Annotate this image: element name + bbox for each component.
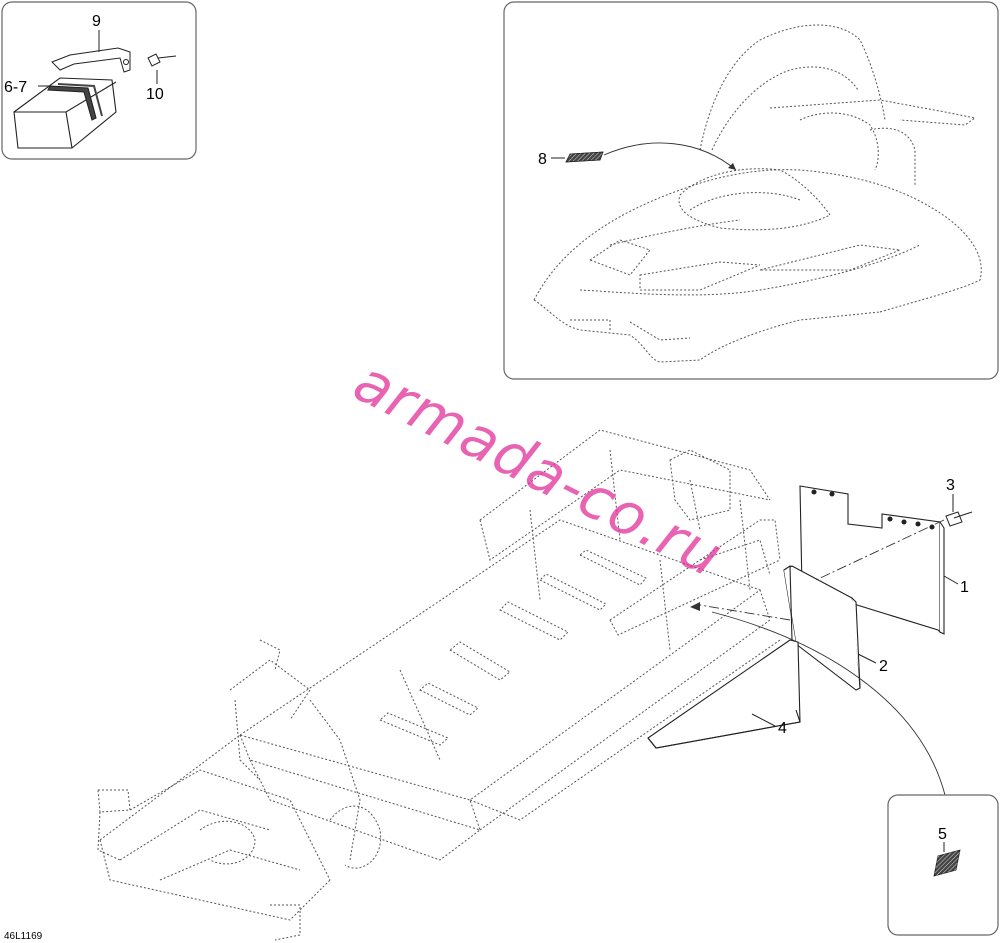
arrow-head-main bbox=[690, 602, 700, 611]
label-decal-part bbox=[565, 151, 604, 163]
callout-5: 5 bbox=[938, 826, 947, 843]
arrow-head-8 bbox=[728, 163, 736, 170]
leader-5-curve bbox=[711, 611, 946, 796]
callout-10: 10 bbox=[146, 86, 164, 103]
callout-6-7: 6-7 bbox=[4, 79, 27, 96]
vehicle-body-outline bbox=[533, 24, 982, 363]
flap-bracket-part bbox=[783, 564, 861, 691]
leader-8-arrow bbox=[603, 142, 737, 171]
callout-8: 8 bbox=[538, 151, 547, 168]
watermark-text: armada-co.ru bbox=[344, 347, 734, 591]
leader-2 bbox=[857, 653, 877, 664]
leader-1 bbox=[943, 575, 959, 585]
leader-4 bbox=[751, 713, 776, 727]
callout-2: 2 bbox=[879, 658, 888, 675]
screw-part bbox=[147, 53, 177, 67]
inset-panel-vehicle-body: 8 bbox=[503, 1, 999, 380]
seat-bag-part bbox=[13, 77, 117, 149]
callout-9: 9 bbox=[92, 13, 101, 30]
inset-panel-reflector-decal: 5 bbox=[887, 794, 999, 936]
frame-outline bbox=[97, 429, 781, 941]
callout-1: 1 bbox=[960, 579, 969, 596]
rivet-part bbox=[945, 511, 973, 527]
bracket-part bbox=[51, 47, 131, 73]
inset-panel-seat-bag: 9 10 6-7 bbox=[1, 1, 197, 160]
callout-3: 3 bbox=[946, 477, 955, 494]
callout-4: 4 bbox=[778, 720, 787, 737]
assembly-lines bbox=[699, 519, 945, 621]
drawing-code: 46L1169 bbox=[4, 931, 43, 942]
